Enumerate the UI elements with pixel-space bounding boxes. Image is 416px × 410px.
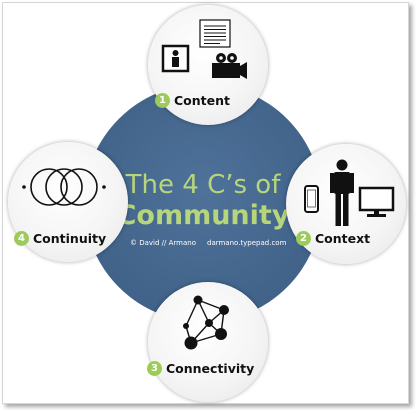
node-label-content: 1 Content: [155, 93, 230, 108]
step-badge-1: 1: [155, 93, 170, 108]
context-label: Context: [315, 231, 371, 246]
content-media-icons: [161, 19, 247, 79]
author-credit: © David // Armano: [130, 239, 196, 247]
node-label-connectivity: 3 Connectivity: [147, 361, 254, 376]
continuity-label: Continuity: [33, 231, 107, 246]
site-credit: darmano.typepad.com: [207, 239, 287, 247]
node-label-continuity: 4 Continuity: [14, 231, 106, 246]
person-devices-icons: [304, 159, 395, 226]
content-label: Content: [174, 93, 230, 108]
step-badge-3: 3: [147, 361, 162, 376]
connectivity-label: Connectivity: [166, 361, 255, 376]
step-badge-2: 2: [296, 231, 311, 246]
title-line-2: Community: [116, 200, 290, 231]
person-icon: [330, 159, 354, 226]
step-badge-4: 4: [14, 231, 29, 246]
connectivity-circle: [148, 282, 268, 402]
video-camera-icon: [212, 53, 247, 79]
network-graph-icon: [183, 295, 229, 350]
mobile-phone-icon: [304, 185, 319, 213]
monitor-icon: [358, 186, 395, 217]
photo-icon: [161, 44, 190, 73]
overlapping-rings-icon: [22, 168, 106, 206]
node-label-context: 2 Context: [296, 231, 370, 246]
title-line-1: The 4 C’s of: [125, 170, 281, 200]
document-icon: [199, 19, 231, 48]
